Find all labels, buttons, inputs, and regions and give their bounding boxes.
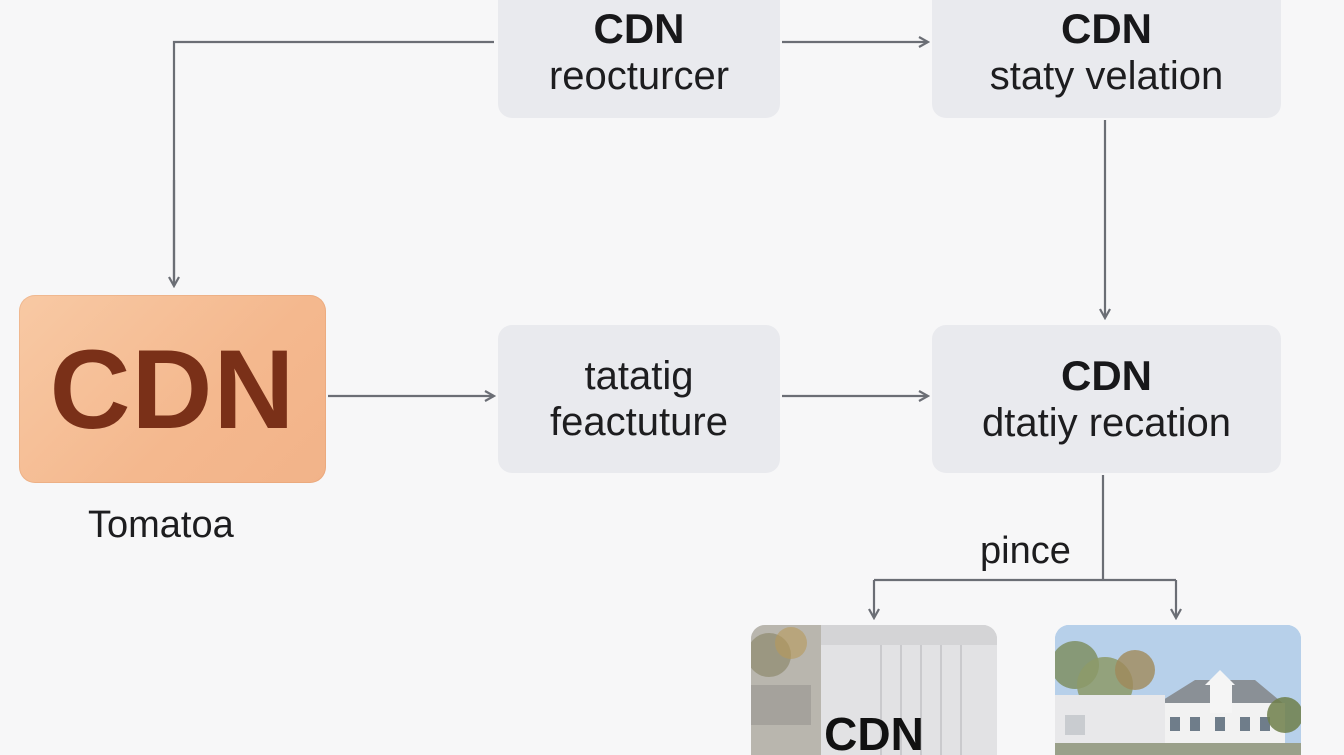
node-top-right-subtitle: staty velation — [989, 54, 1224, 99]
photo-left-image — [751, 625, 997, 755]
photo-left-label: CDN — [824, 708, 924, 755]
node-mid-right-subtitle: dtatiy recation — [981, 401, 1232, 446]
node-top-right-title: CDN — [1061, 4, 1152, 52]
connector-source-to-top-left — [172, 40, 494, 286]
photo-left: CDN — [751, 625, 997, 755]
node-top-right: CDN staty velation — [932, 0, 1281, 118]
branch-label: pince — [976, 530, 1075, 573]
node-source-caption: Tomatoa — [88, 504, 234, 546]
node-top-left-subtitle: reocturcer — [548, 54, 730, 99]
node-top-left: CDN reocturcer — [498, 0, 780, 118]
node-top-left-title: CDN — [593, 4, 685, 52]
node-mid-left-line2: feactuture — [550, 400, 728, 444]
node-mid-left: tatatig feactuture — [498, 325, 780, 473]
photo-right-image — [1055, 625, 1301, 755]
node-mid-left-line1: tatatig — [584, 354, 694, 398]
photo-right — [1055, 625, 1301, 755]
node-source-title: CDN — [49, 326, 296, 452]
node-source: CDN — [19, 295, 326, 483]
node-mid-right-title: CDN — [1061, 351, 1152, 399]
node-mid-right: CDN dtatiy recation — [932, 325, 1281, 473]
